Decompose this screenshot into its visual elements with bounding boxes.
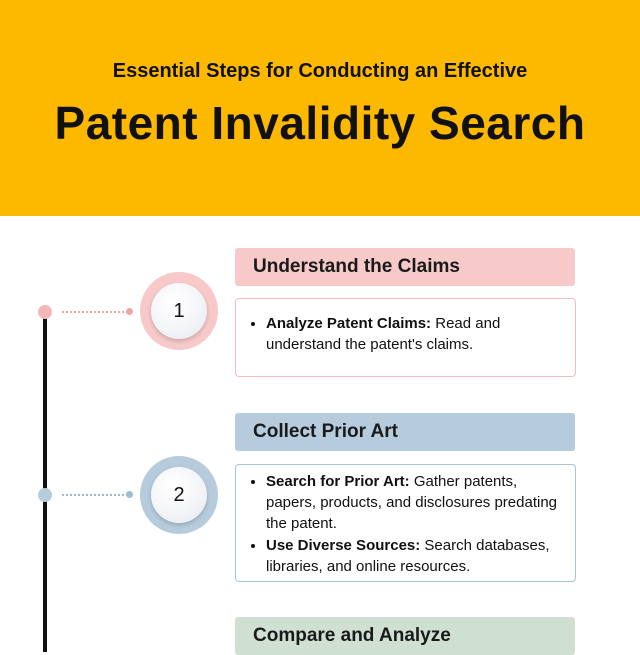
timeline-line [43, 312, 47, 652]
page-title: Patent Invalidity Search [54, 97, 586, 149]
page-subtitle: Essential Steps for Conducting an Effect… [112, 60, 528, 82]
step-number-1: 1 [151, 283, 207, 339]
timeline-dot-1 [38, 305, 52, 319]
step-number-circle-1: 1 [140, 272, 218, 350]
header-banner: Essential Steps for Conducting an Effect… [0, 0, 640, 216]
step-content-1: Analyze Patent Claims: Read and understa… [235, 298, 576, 377]
connector-1 [62, 311, 128, 313]
step-title-3: Compare and Analyze [235, 617, 575, 655]
step-content-2: Search for Prior Art: Gather patents, pa… [235, 464, 576, 582]
step-number-2: 2 [151, 467, 207, 523]
bullet-analyze-patent-claims: Analyze Patent Claims: Read and understa… [266, 313, 559, 355]
step-title-1: Understand the Claims [235, 248, 575, 286]
step-title-2: Collect Prior Art [235, 413, 575, 451]
bullet-search-prior-art: Search for Prior Art: Gather patents, pa… [266, 471, 559, 534]
bullet-use-diverse-sources: Use Diverse Sources: Search databases, l… [266, 535, 559, 577]
timeline-dot-2 [38, 488, 52, 502]
connector-end-dot-2 [126, 491, 133, 498]
connector-end-dot-1 [126, 308, 133, 315]
step-number-circle-2: 2 [140, 456, 218, 534]
connector-2 [62, 494, 128, 496]
